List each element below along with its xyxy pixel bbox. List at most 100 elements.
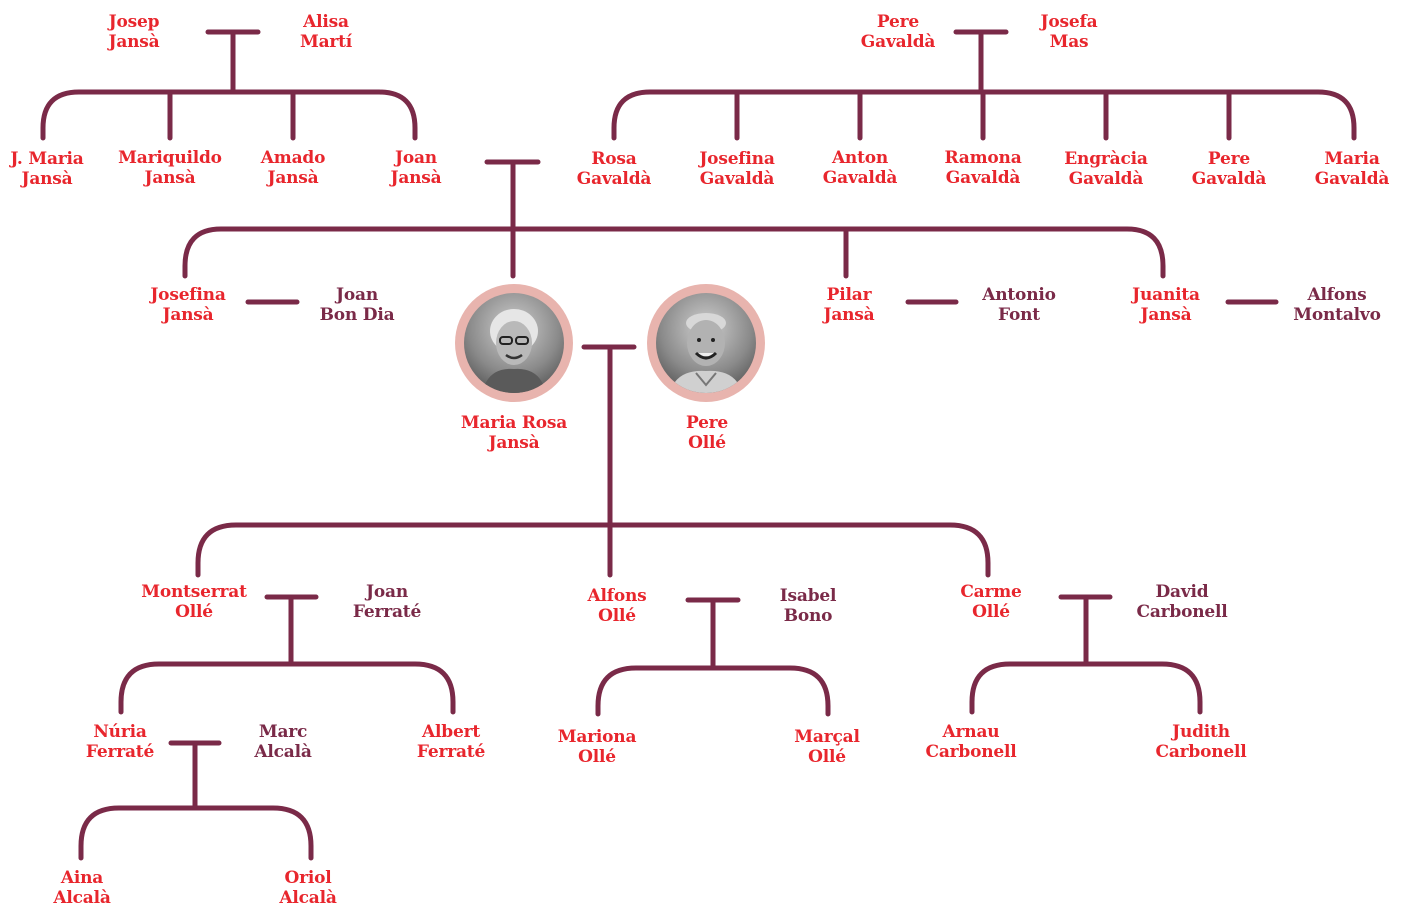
last-name: Gavaldà: [699, 169, 775, 189]
last-name: Carbonell: [925, 742, 1017, 762]
first-name: Arnau: [942, 722, 1000, 742]
last-name: Ollé: [688, 433, 726, 453]
first-name: Judith: [1172, 722, 1230, 742]
first-name: Marc: [258, 722, 308, 742]
portrait-woman-icon: [482, 309, 546, 393]
first-name: Joan: [336, 285, 378, 305]
last-name: Gavaldà: [945, 168, 1021, 188]
first-name: Montserrat: [141, 582, 247, 602]
first-name: Amado: [260, 148, 326, 168]
last-name: Alcalà: [254, 742, 312, 762]
last-name: Montalvo: [1293, 305, 1381, 325]
last-name: Jansà: [144, 168, 196, 188]
sibling-bracket: [595, 665, 831, 717]
last-name: Jansà: [267, 168, 319, 188]
first-name: Maria: [1324, 149, 1380, 169]
last-name: Ollé: [175, 602, 213, 622]
first-name: David: [1155, 582, 1209, 602]
last-name: Font: [998, 305, 1040, 325]
first-name: Albert: [422, 722, 480, 742]
last-name: Ferraté: [85, 742, 155, 762]
last-name: Bon Dia: [319, 305, 395, 325]
last-name: Mas: [1049, 32, 1089, 52]
first-name: Rosa: [591, 149, 637, 169]
sibling-bracket: [118, 661, 456, 715]
first-name: Pere: [876, 12, 920, 32]
sibling-bracket: [40, 89, 418, 141]
first-name: Aina: [60, 868, 104, 888]
first-name: Pere: [685, 413, 729, 433]
first-name: Antonio: [982, 285, 1056, 305]
last-name: Jansà: [488, 433, 540, 453]
last-name: Ollé: [578, 747, 616, 767]
portrait-man-icon: [670, 313, 742, 393]
pere-olle-photo: [647, 284, 765, 402]
first-name: Alfons: [587, 586, 647, 606]
sibling-bracket: [78, 805, 314, 861]
last-name: Carbonell: [1155, 742, 1247, 762]
last-name: Gavaldà: [1191, 169, 1267, 189]
last-name: Martí: [299, 32, 353, 52]
first-name: Mariona: [557, 727, 637, 747]
first-name: Josefina: [699, 149, 775, 169]
first-name: Josefina: [150, 285, 226, 305]
last-name: Ollé: [598, 606, 636, 626]
last-name: Jansà: [108, 32, 160, 52]
last-name: Gavaldà: [576, 169, 652, 189]
first-name: Josep: [108, 12, 160, 32]
first-name: Pere: [1207, 149, 1251, 169]
first-name: Alisa: [303, 12, 349, 32]
last-name: Bono: [783, 606, 833, 626]
last-name: Ferraté: [352, 602, 422, 622]
first-name: Juanita: [1132, 285, 1200, 305]
last-name: Jansà: [390, 168, 442, 188]
first-name: Anton: [831, 148, 889, 168]
first-name: Josefa: [1040, 12, 1098, 32]
last-name: Alcalà: [279, 888, 337, 908]
first-name: Carme: [960, 582, 1022, 602]
last-name: Alcalà: [53, 888, 111, 908]
first-name: Maria Rosa: [460, 413, 568, 433]
first-name: Isabel: [779, 586, 837, 606]
last-name: Jansà: [162, 305, 214, 325]
sibling-bracket: [969, 661, 1203, 715]
last-name: Jansà: [823, 305, 875, 325]
last-name: Ollé: [972, 602, 1010, 622]
last-name: Ferraté: [416, 742, 486, 762]
last-name: Gavaldà: [860, 32, 936, 52]
first-name: Joan: [395, 148, 437, 168]
last-name: Gavaldà: [822, 168, 898, 188]
